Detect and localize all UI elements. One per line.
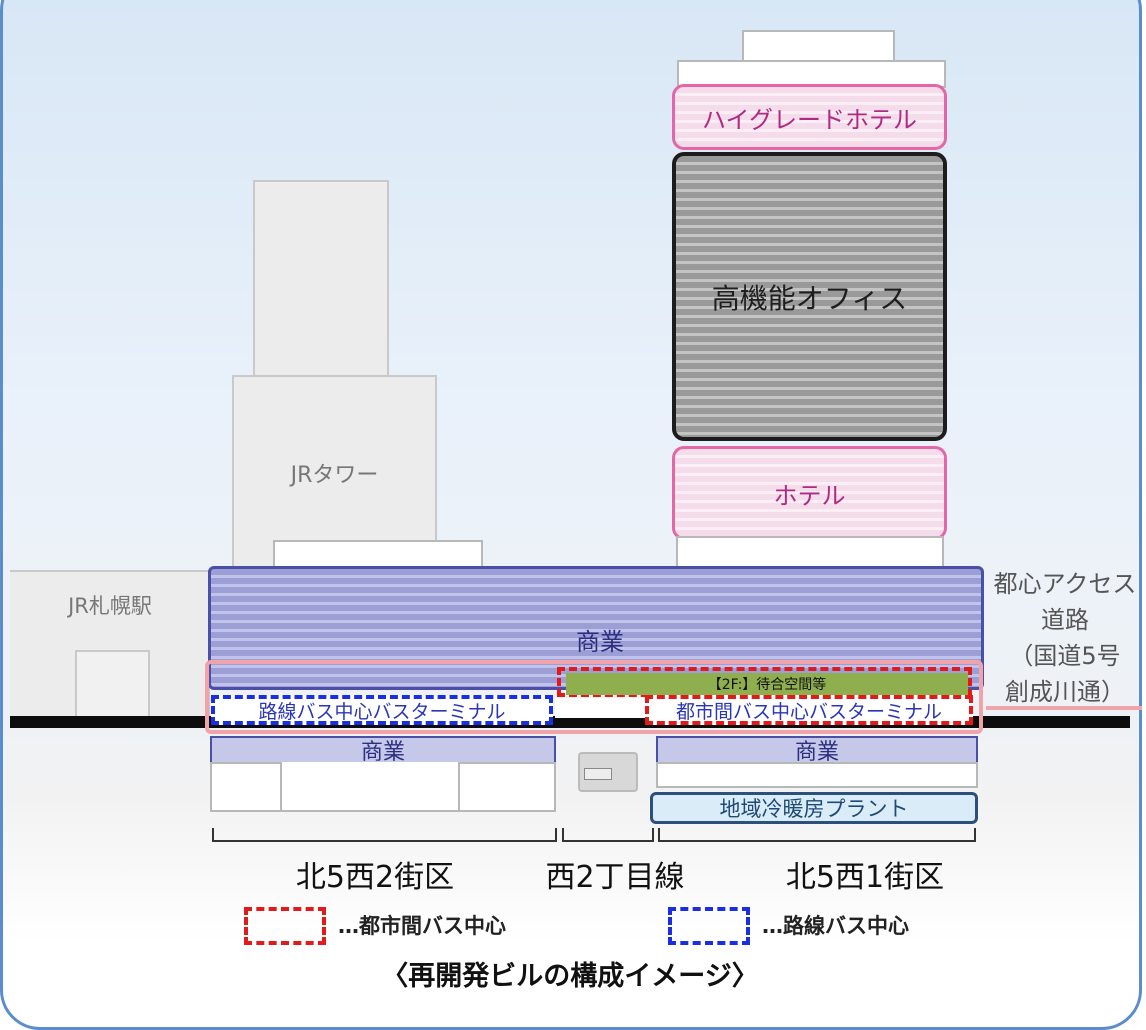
high-grade-hotel-block: ハイグレードホテル	[672, 84, 947, 150]
route-bus-terminal-label: 路線バス中心バスターミナル	[258, 700, 506, 723]
district-heating-label: 地域冷暖房プラント	[719, 797, 909, 821]
terminal-gap	[555, 698, 645, 718]
jr-tower-label: JRタワー	[290, 462, 379, 488]
high-grade-hotel-label: ハイグレードホテル	[701, 105, 918, 134]
tower-roof	[677, 60, 946, 88]
intercity-bus-terminal-label: 都市間バス中心バスターミナル	[675, 700, 942, 723]
access-road-line	[986, 706, 1142, 710]
legend-route-swatch	[668, 907, 750, 945]
hotel-block: ホテル	[672, 446, 947, 540]
bracket-right	[658, 828, 976, 842]
block-right-label: 北5西1街区	[785, 860, 945, 895]
tower-roof-top	[742, 30, 895, 64]
block-left-wrap: 北5西2街区	[230, 852, 520, 896]
access-road-line-1: 都心アクセス	[993, 570, 1137, 598]
tower-base	[676, 536, 944, 570]
terminal-level-outline	[205, 660, 983, 734]
bracket-left	[212, 828, 557, 842]
block-right-wrap: 北5西1街区	[740, 852, 990, 896]
legend-route-label: …路線バス中心	[762, 914, 909, 938]
access-road-line-4: 創成川通）	[1005, 678, 1125, 706]
route-bus-terminal: 路線バス中心バスターミナル	[211, 695, 553, 725]
block-left-label: 北5西2街区	[295, 860, 455, 895]
commerce-top-wrap: 商業	[540, 622, 660, 656]
commerce-left-label: 商業	[360, 740, 405, 765]
legend-intercity-label: …都市間バス中心	[338, 914, 506, 938]
bracket-mid	[562, 828, 654, 842]
block-mid-label: 西2丁目線	[545, 860, 685, 895]
caption-wrap: 〈再開発ビルの構成イメージ〉	[300, 952, 840, 994]
block-mid-wrap: 西2丁目線	[515, 852, 715, 896]
legend-intercity-swatch	[244, 907, 326, 945]
access-road-line-3: （国道5号	[1009, 642, 1121, 670]
intercity-bus-terminal: 都市間バス中心バスターミナル	[645, 695, 973, 725]
commerce-top-label: 商業	[576, 627, 624, 656]
waiting-space-label: 【2F:】待合空間等	[707, 677, 827, 693]
commerce-left: 商業	[210, 736, 556, 765]
access-road-label: 都心アクセス 道路 （国道5号 創成川通）	[985, 566, 1145, 716]
office-block: 高機能オフィス	[672, 152, 947, 441]
underpass-car	[584, 768, 612, 780]
hotel-label: ホテル	[773, 481, 846, 510]
access-road-line-2: 道路	[1041, 606, 1089, 634]
jr-station-door	[75, 650, 150, 720]
office-label: 高機能オフィス	[711, 281, 908, 315]
jr-tower-upper	[253, 180, 389, 380]
jr-station-label: JR札幌駅	[68, 594, 152, 618]
caption: 〈再開発ビルの構成イメージ〉	[381, 960, 759, 992]
commerce-right: 商業	[656, 736, 978, 765]
district-heating-plant: 地域冷暖房プラント	[650, 792, 978, 824]
waiting-space: 【2F:】待合空間等	[566, 673, 968, 695]
basement-right	[656, 762, 978, 788]
jr-tower: JRタワー	[232, 375, 437, 570]
basement-left-inner	[280, 762, 460, 812]
commerce-right-label: 商業	[794, 740, 839, 765]
jr-station-label-wrap: JR札幌駅	[40, 590, 180, 620]
